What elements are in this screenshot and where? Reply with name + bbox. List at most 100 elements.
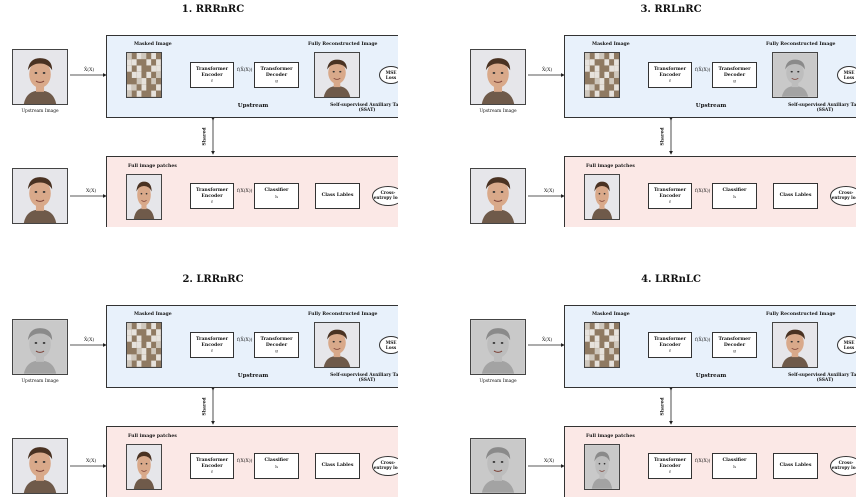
masked-image-label: Masked Image — [592, 42, 630, 47]
downstream-image — [12, 168, 68, 224]
full-patches-label: Full image patches — [586, 164, 635, 169]
encoder-label: Transformer Encoder — [195, 67, 229, 78]
ssat-label: Self-supervised Auxiliary Task (SSAT) — [330, 373, 398, 383]
input-up-label: X̂(X) — [84, 338, 95, 343]
upstream-image-caption: Upstream Image — [21, 109, 59, 114]
input-up-label: X̂(X) — [542, 338, 553, 343]
cross-entropy-oval: Cross-entropy loss — [830, 186, 856, 206]
class-labels-box: Class Lables — [773, 183, 818, 209]
classifier-label: Classifier — [264, 188, 289, 193]
upstream-title: Upstream — [695, 103, 727, 109]
encoder-symbol: f — [211, 78, 213, 83]
shared-label: Shared — [660, 397, 666, 416]
masked-image — [584, 322, 620, 368]
reconstructed-image — [314, 322, 360, 368]
upstream-image — [12, 319, 68, 375]
reconstructed-image — [314, 52, 360, 98]
upstream-image — [12, 49, 68, 105]
up-edge-label: f(X̂(X)) — [695, 338, 711, 343]
full-image-patches — [584, 174, 620, 220]
shared-label: Shared — [660, 127, 666, 146]
encoder-label: Transformer Encoder — [653, 67, 687, 78]
classifier-symbol: h — [733, 193, 736, 199]
up-edge-label: f(X̂(X)) — [237, 338, 253, 343]
full-image-patches — [126, 174, 162, 220]
mse-loss-oval: MSE Loss — [837, 336, 856, 354]
encoder-symbol: f — [211, 469, 213, 474]
encoder-symbol: f — [211, 199, 213, 204]
classifier-label: Classifier — [722, 188, 747, 193]
mse-loss-oval: MSE Loss — [837, 66, 856, 84]
panel-title: 4. LRRnLC — [641, 274, 701, 285]
input-down-label: X(X) — [86, 189, 97, 194]
upstream-image — [470, 49, 526, 105]
encoder-symbol: f — [669, 348, 671, 353]
decoder-label: Transformer Decoder — [260, 337, 293, 348]
down-edge-label: f(X(X)) — [695, 189, 711, 194]
cross-entropy-oval: Cross-entropy loss — [372, 456, 398, 476]
panel-title: 2. LRRnRC — [182, 274, 244, 285]
down-edge-label: f(X(X)) — [237, 459, 253, 464]
encoder-symbol: f — [669, 199, 671, 204]
encoder-symbol: f — [211, 348, 213, 353]
masked-image — [126, 52, 162, 98]
input-down-label: X(X) — [86, 459, 97, 464]
downstream-image — [12, 438, 68, 494]
masked-image-label: Masked Image — [592, 312, 630, 317]
ssat-label: Self-supervised Auxiliary Task (SSAT) — [788, 373, 856, 383]
classifier-label: Classifier — [264, 458, 289, 463]
decoder-symbol: g — [275, 348, 278, 353]
panel-title: 1. RRRnRC — [181, 4, 245, 15]
upstream-image-caption: Upstream Image — [21, 379, 59, 384]
mse-loss-oval: MSE Loss — [379, 336, 398, 354]
panel-title: 3. RRLnRC — [640, 4, 702, 15]
full-patches-label: Full image patches — [128, 434, 177, 439]
ssat-label: Self-supervised Auxiliary Task (SSAT) — [330, 103, 398, 113]
classifier-symbol: h — [733, 463, 736, 469]
upstream-image-caption: Upstream Image — [479, 379, 517, 384]
full-image-patches — [126, 444, 162, 490]
input-up-label: X̂(X) — [542, 68, 553, 73]
input-up-label: X̂(X) — [84, 68, 95, 73]
decoder-label: Transformer Decoder — [718, 67, 751, 78]
encoder-label: Transformer Encoder — [195, 337, 229, 348]
encoder-label: Transformer Encoder — [195, 458, 229, 469]
masked-image — [126, 322, 162, 368]
cross-entropy-oval: Cross-entropy loss — [372, 186, 398, 206]
upstream-title: Upstream — [237, 103, 269, 109]
reconstructed-label: Fully Reconstructed Image — [308, 312, 378, 317]
masked-image-label: Masked Image — [134, 312, 172, 317]
decoder-label: Transformer Decoder — [260, 67, 293, 78]
reconstructed-image — [772, 322, 818, 368]
class-labels-box: Class Lables — [315, 183, 360, 209]
upstream-title: Upstream — [695, 373, 727, 379]
masked-image-label: Masked Image — [134, 42, 172, 47]
class-labels-box: Class Lables — [315, 453, 360, 479]
down-edge-label: f(X(X)) — [237, 189, 253, 194]
shared-label: Shared — [202, 127, 208, 146]
reconstructed-label: Fully Reconstructed Image — [308, 42, 378, 47]
cross-entropy-oval: Cross-entropy loss — [830, 456, 856, 476]
decoder-label: Transformer Decoder — [718, 337, 751, 348]
downstream-image — [470, 168, 526, 224]
classifier-symbol: h — [275, 193, 278, 199]
encoder-label: Transformer Encoder — [653, 188, 687, 199]
shared-label: Shared — [202, 397, 208, 416]
encoder-label: Transformer Encoder — [653, 337, 687, 348]
up-edge-label: f(X̂(X)) — [695, 68, 711, 73]
